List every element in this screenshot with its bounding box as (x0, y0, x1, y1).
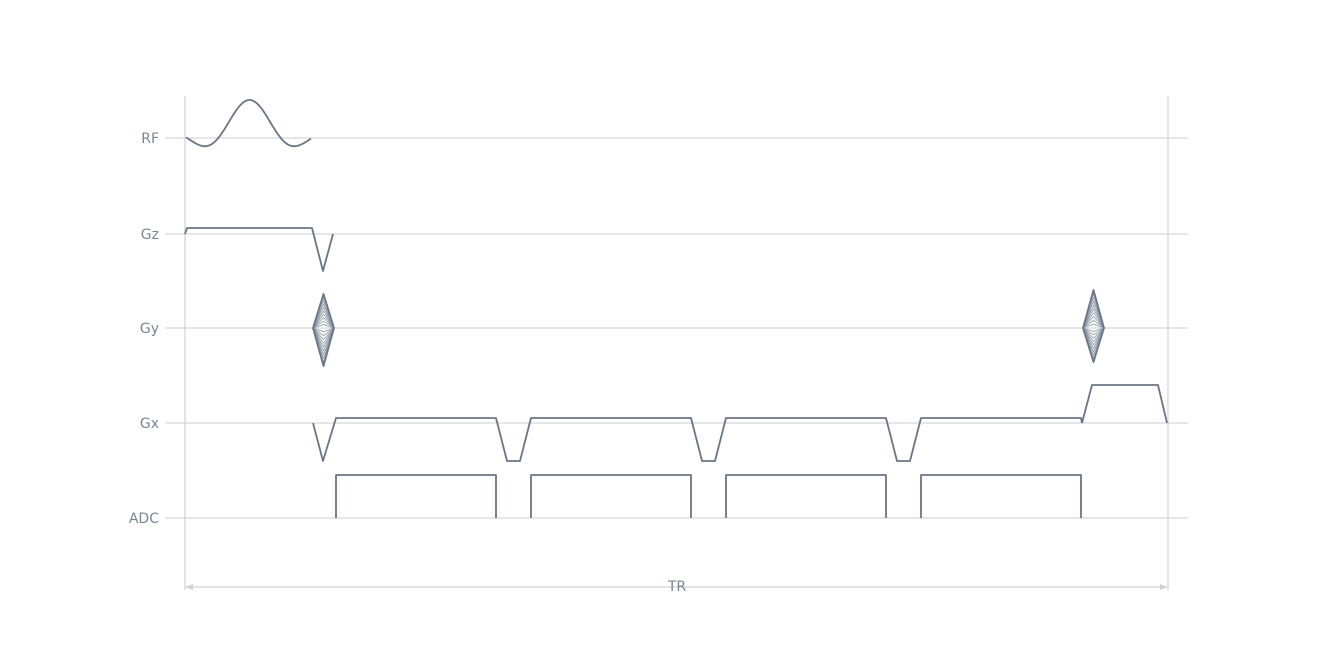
phase-encode-step-up (312, 303, 335, 329)
phase-encode-step-down (312, 327, 335, 352)
phase-encode-step-down (312, 327, 335, 356)
adc-window-4 (920, 474, 1082, 518)
phase-encode-envelope (312, 293, 335, 367)
phase-encode-step-down (1082, 327, 1105, 336)
gy-phase-encode-table-left (312, 292, 335, 368)
phase-encode-step-down (312, 327, 335, 333)
phase-encode-step-up (312, 313, 335, 329)
phase-encode-envelope (1082, 289, 1105, 363)
rf-row-label: RF (141, 131, 159, 147)
rf-sinc-pulse (185, 99, 312, 148)
phase-encode-step-down (1082, 327, 1105, 353)
adc-window-3 (725, 474, 887, 518)
gy-row-label: Gy (140, 321, 159, 337)
gy-phase-encode-table-right (1082, 288, 1105, 364)
phase-encode-step-down (312, 327, 335, 340)
phase-encode-step-up (1082, 300, 1105, 329)
phase-encode-step-down (1082, 327, 1105, 346)
phase-encode-step-down (312, 327, 335, 348)
phase-encode-step-down (312, 327, 335, 337)
phase-encode-step-up (1082, 323, 1105, 329)
tr-interval-label: TR (667, 579, 687, 595)
phase-encode-step-up (1082, 312, 1105, 329)
gx-row-label: Gx (140, 416, 159, 432)
tr-arrow-right-icon (1160, 584, 1168, 590)
gz-row-label: Gz (141, 227, 159, 243)
phase-encode-step-up (1082, 308, 1105, 329)
phase-encode-step-down (1082, 327, 1105, 343)
phase-encode-step-up (1082, 316, 1105, 329)
phase-encode-step-up (312, 310, 335, 329)
phase-encode-step-down (1082, 327, 1105, 332)
gz-slice-select-gradient (184, 227, 334, 272)
phase-encode-step-up (312, 320, 335, 329)
adc-window-1 (335, 474, 497, 518)
phase-encode-step-up (312, 317, 335, 329)
gx-readout-gradient (312, 417, 1083, 462)
adc-window-2 (530, 474, 692, 518)
tr-arrow-left-icon (185, 584, 193, 590)
phase-encode-step-up (1082, 304, 1105, 329)
phase-encode-step-up (312, 324, 335, 329)
phase-encode-step-up (1082, 319, 1105, 329)
phase-encode-step-up (312, 306, 335, 329)
phase-encode-step-down (312, 327, 335, 344)
phase-encode-step-down (1082, 327, 1105, 350)
phase-encode-step-down (1082, 327, 1105, 339)
gx-rewinder-gradient (1081, 384, 1168, 424)
adc-row-label: ADC (129, 511, 159, 527)
